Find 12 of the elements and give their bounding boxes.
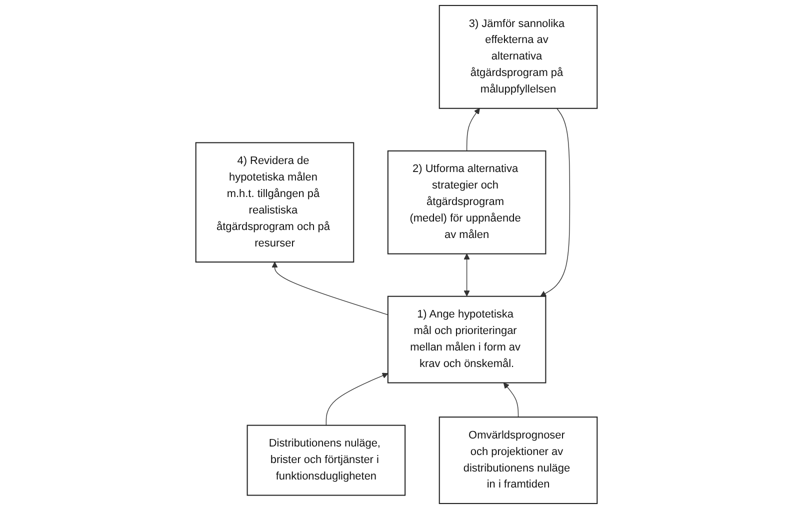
arrow xyxy=(503,382,519,418)
node-box: 2) Utforma alternativa strategier och åtgärdsprogram (medel) för uppnående av målen xyxy=(387,150,546,254)
node-box: Omvärldsprognoser och projektioner av distributionens nuläge in i framtiden xyxy=(438,416,598,504)
arrow xyxy=(466,108,480,152)
arrow xyxy=(326,372,388,426)
arrow xyxy=(540,108,570,297)
node-box: 4) Revidera de hypotetiska målen m.h.t. tillgången på realistiska åtgärdsprogram och på resurser xyxy=(195,142,354,263)
node-box: Distributionens nuläge, brister och förtjänster i funktionsdugligheten xyxy=(246,424,406,496)
node-box: 1) Ange hypotetiska mål och prioriteringar mellan målen i form av krav och önskemål. xyxy=(387,296,546,384)
arrow xyxy=(464,254,470,296)
arrow xyxy=(272,262,388,316)
node-box: 3) Jämför sannolika effekterna av alternativa åtgärdsprogram på måluppfyllelsen xyxy=(438,4,598,109)
